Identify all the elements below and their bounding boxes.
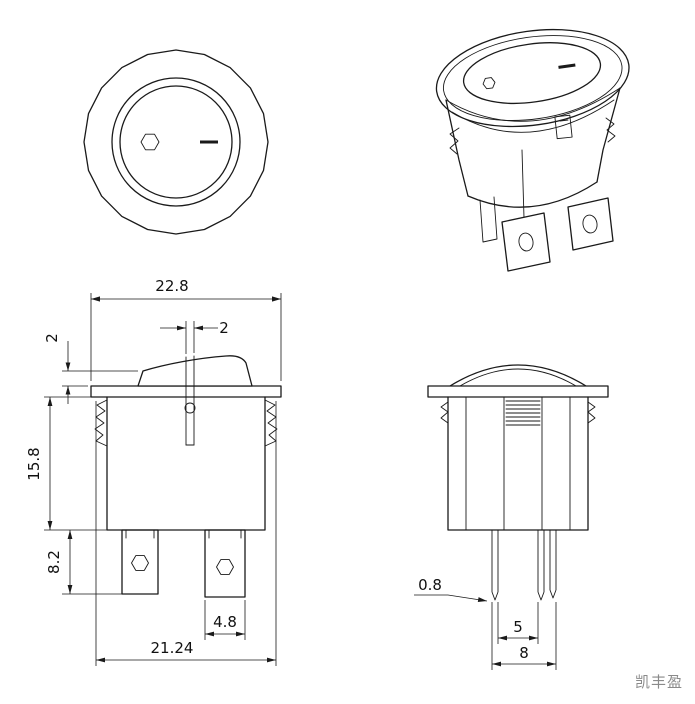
- dim-pin-row-pitch-label: 8: [519, 644, 529, 662]
- body-seam: [521, 149, 525, 219]
- dim-rocker-protrusion: 2: [43, 333, 138, 404]
- body-right-edge: [596, 87, 621, 183]
- dim-pin-thickness: 0.8: [414, 576, 488, 602]
- right-terminal: [204, 529, 246, 598]
- right-clip-teeth: [587, 401, 596, 424]
- terminal-hole: [582, 214, 598, 234]
- pivot-pin: [184, 402, 196, 414]
- dim-flange-width: 22.8: [90, 277, 282, 381]
- hexagon-mark-icon: [140, 133, 160, 151]
- dim-actuator-slot-label: 2: [219, 319, 229, 337]
- left-clip-teeth: [449, 127, 460, 155]
- dim-pin-pitch: 5: [497, 602, 539, 644]
- dim-flange-width-label: 22.8: [155, 277, 188, 295]
- dim-body-width-label: 21.24: [151, 639, 194, 657]
- right-clip-teeth: [605, 117, 616, 143]
- rocker-face-circle: [119, 85, 233, 199]
- body-outline: [447, 396, 589, 531]
- dim-actuator-slot: 2: [160, 319, 229, 354]
- dim-body-height-label: 15.8: [25, 447, 43, 480]
- left-clip-teeth: [440, 401, 449, 424]
- terminal-hole-hexagon: [216, 559, 234, 575]
- bezel-underside-inner: [451, 99, 615, 133]
- bezel-underside: [445, 87, 621, 122]
- flange: [427, 385, 609, 398]
- latch-detail: [554, 114, 573, 140]
- dim-pin-thickness-label: 0.8: [418, 576, 442, 594]
- dash-mark-icon: [558, 63, 576, 69]
- spring-serrations: [505, 400, 541, 426]
- dim-terminal-length-label: 8.2: [45, 550, 63, 574]
- rear-terminal: [479, 196, 498, 243]
- dome-outline: [449, 364, 587, 387]
- dim-pin-pitch-label: 5: [513, 618, 523, 636]
- center-column: [503, 396, 543, 531]
- bezel-rim-ellipse: [442, 35, 623, 121]
- dim-terminal-length: 8.2: [45, 530, 122, 595]
- dim-pin-row-pitch: 8: [491, 602, 557, 670]
- dim-body-width: 21.24: [95, 401, 277, 666]
- body-left-edge: [445, 99, 469, 197]
- right-clip-teeth: [264, 399, 278, 447]
- rocker-face-ellipse: [462, 42, 602, 104]
- dim-terminal-width-label: 4.8: [213, 613, 237, 631]
- right-pin: [537, 529, 545, 601]
- body-outline: [106, 396, 266, 531]
- dome-inner-line: [459, 368, 577, 387]
- terminal-hole: [518, 232, 534, 252]
- left-terminal: [121, 529, 159, 595]
- bezel-outer-ellipse: [435, 28, 630, 128]
- latch-line: [559, 119, 569, 122]
- watermark-text: 凯丰盈: [634, 673, 683, 691]
- inner-walls: [465, 396, 571, 531]
- left-clip-teeth: [94, 399, 108, 447]
- rear-pin: [549, 529, 557, 599]
- front-view: 22.8 2 2 15.8 8.2: [25, 277, 282, 666]
- dim-rocker-protrusion-label: 2: [43, 333, 61, 343]
- bezel-inner-circle: [111, 77, 241, 207]
- dim-terminal-width: 4.8: [204, 600, 246, 640]
- front-left-terminal: [501, 212, 551, 272]
- side-view: 0.8 5 8: [414, 364, 609, 670]
- hexagon-mark-icon: [482, 77, 496, 90]
- left-pin: [491, 529, 499, 601]
- terminal-hole-hexagon: [131, 555, 149, 571]
- front-right-terminal: [567, 197, 614, 251]
- perspective-view: [435, 28, 630, 272]
- rocker-profile: [137, 355, 253, 387]
- top-view: [83, 49, 269, 235]
- body-bottom-edge: [467, 181, 598, 208]
- dim-body-height: 15.8: [25, 396, 107, 531]
- knurled-bezel-outline: [83, 49, 269, 235]
